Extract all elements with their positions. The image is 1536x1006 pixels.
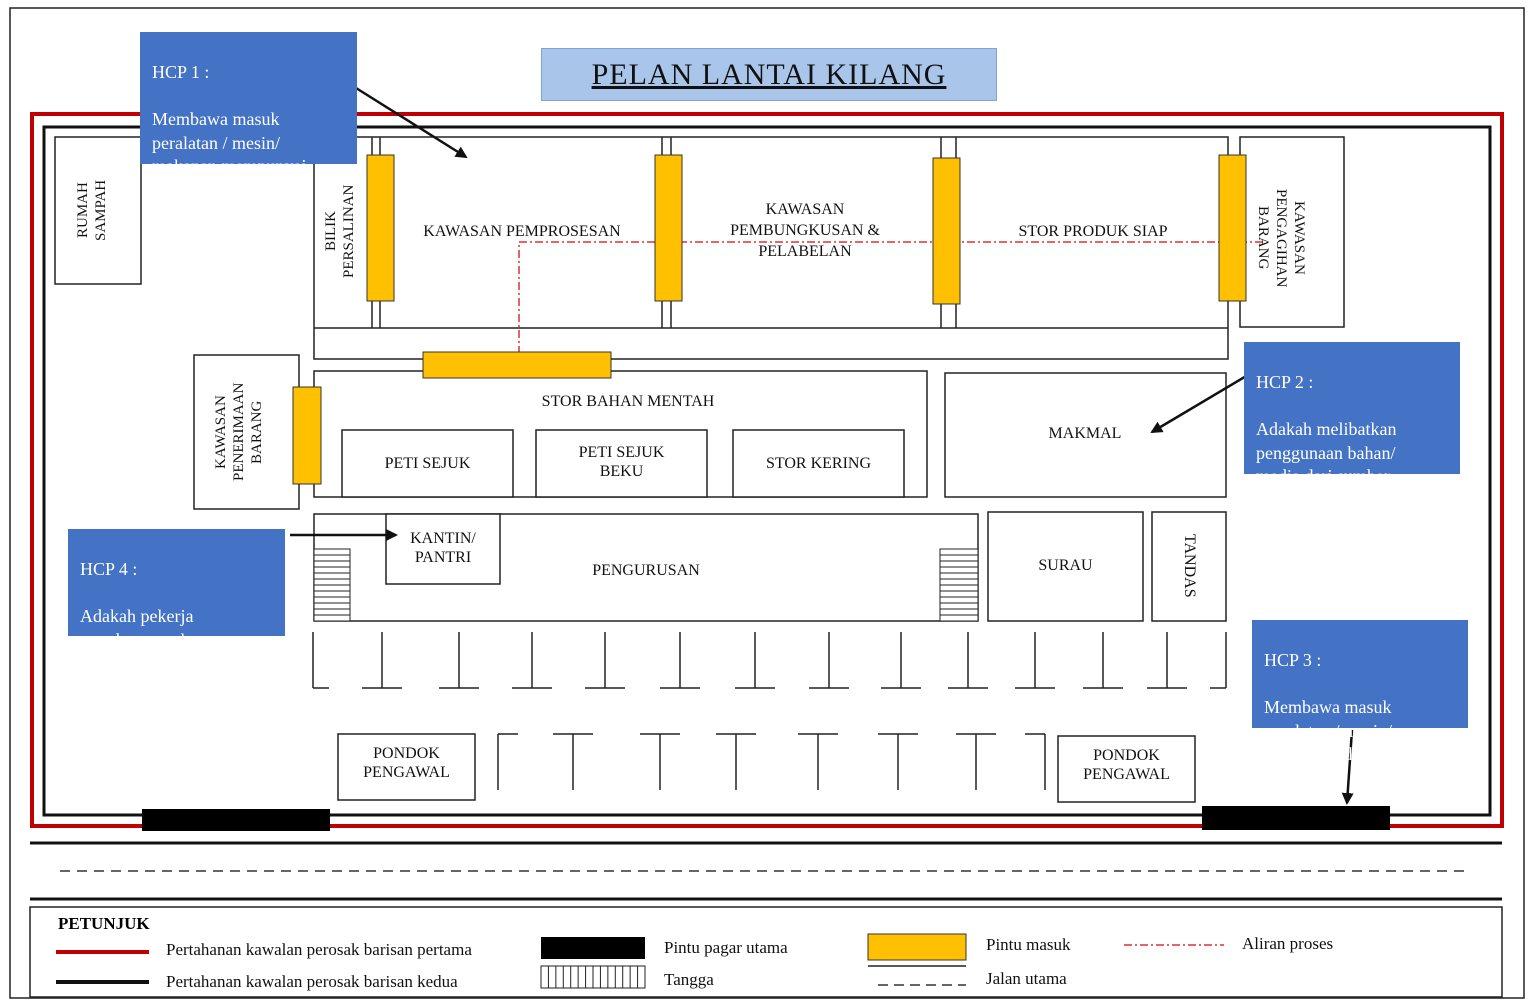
hcp2-text: Adakah melibatkan penggunaan bahan/ medi… [1256, 419, 1397, 510]
peti-sejuk-beku-label: PETI SEJUK BEKU [578, 444, 665, 481]
legend-road-label: Jalan utama [986, 969, 1067, 988]
inner-fence-black [42, 125, 1492, 817]
makmal-label: MAKMAL [1048, 425, 1122, 442]
legend-gate-label: Pintu pagar utama [664, 938, 788, 957]
peti-sejuk-label: PETI SEJUK [384, 455, 471, 472]
kawasan-pengagihan-label: KAWASAN PENGAGIHAN BARANG [1255, 188, 1307, 288]
parking-row-top [312, 632, 1227, 689]
door-pemprosesan [654, 154, 683, 302]
pondok-right-box [1057, 735, 1196, 803]
door-pembungkusan [932, 157, 961, 305]
hcp1-label: HCP 1 : [152, 62, 210, 83]
legend-flow-label: Aliran proses [1242, 934, 1334, 953]
surau-box [987, 511, 1144, 622]
hcp3-text: Membawa masuk peralatan / mesin/ makanan… [1264, 697, 1409, 764]
hcp1-arrow [355, 86, 468, 159]
hcp2-label: HCP 2 : [1256, 372, 1314, 393]
hcp3-callout: HCP 3 : Membawa masuk peralatan / mesin/… [1252, 620, 1468, 764]
rumah-sampah-box [54, 136, 142, 285]
main-gate-right [1202, 806, 1390, 830]
pengurusan-label: PENGURUSAN [592, 562, 700, 579]
tandas-label: TANDAS [1181, 534, 1199, 598]
rumah-sampah-label: RUMAH SAMPAH [75, 179, 109, 241]
hcp1-callout: HCP 1 : Membawa masuk peralatan / mesin/… [140, 32, 357, 199]
makmal-box [944, 372, 1227, 498]
kawasan-pemprosesan-label: KAWASAN PEMPROSESAN [423, 223, 621, 240]
hcp4-label: HCP 4 : [80, 559, 138, 580]
door-bahan-mentah [422, 351, 612, 379]
legend-gate-swatch [541, 937, 645, 959]
page-title: PELAN LANTAI KILANG [591, 57, 947, 91]
door-persalinan [366, 154, 395, 302]
hcp1-text: Membawa masuk peralatan / mesin/ makanan… [152, 109, 307, 200]
stor-kering-label: STOR KERING [765, 455, 872, 472]
pondok-left-label: PONDOK PENGAWAL [363, 745, 450, 782]
outer-fence-red [30, 112, 1504, 828]
process-flow-line [518, 241, 1265, 370]
door-penerimaan [292, 386, 322, 485]
bilik-persalinan-label: BILIK PERSALINAN [323, 184, 357, 278]
legend-title: PETUNJUK [58, 914, 150, 933]
penerimaan-box [193, 354, 300, 510]
kawasan-penerimaan-label: KAWASAN PENERIMAAN BARANG [213, 382, 265, 482]
peti-sejuk-box [341, 429, 514, 498]
stairs-right [939, 548, 979, 622]
legend-stairs-label: Tangga [664, 970, 714, 989]
pondok-right-label: PONDOK PENGAWAL [1083, 747, 1170, 784]
main-gate-left [142, 809, 330, 831]
surau-label: SURAU [1038, 557, 1093, 574]
stor-produk-siap-label: STOR PRODUK SIAP [1018, 223, 1168, 240]
hcp2-callout: HCP 2 : Adakah melibatkan penggunaan bah… [1244, 342, 1460, 509]
kawasan-pembungkusan-label: KAWASAN PEMBUNGKUSAN & PELABELAN [730, 201, 880, 260]
parking-row-bottom [497, 733, 1046, 790]
stor-bahan-mentah-label: STOR BAHAN MENTAH [541, 393, 715, 410]
page-frame [9, 7, 1525, 999]
kantin-label: KANTIN/ PANTRI [410, 530, 476, 567]
doors [292, 154, 1247, 485]
hcp2-arrow [1150, 370, 1254, 434]
stor-kering-box [732, 429, 905, 498]
hcp4-callout: HCP 4 : Adakah pekerja membawa makanan t… [68, 529, 285, 673]
tandas-box [1151, 511, 1227, 622]
pondok-left-box [337, 733, 476, 801]
door-stor-produk [1218, 154, 1247, 302]
hcp4-text: Adakah pekerja membawa makanan tidak hal… [80, 606, 224, 673]
legend-frame [29, 906, 1503, 998]
peti-sejuk-beku-box [535, 429, 708, 498]
legend-door-label: Pintu masuk [986, 935, 1071, 954]
stairs-left [313, 548, 351, 622]
legend-red-line-label: Pertahanan kawalan perosak barisan perta… [166, 940, 472, 959]
legend-black-line-label: Pertahanan kawalan perosak barisan kedua [166, 972, 458, 991]
kantin-box [385, 513, 501, 585]
legend-door-swatch [867, 933, 967, 961]
legend-stairs-swatch [540, 965, 646, 989]
hcp3-label: HCP 3 : [1264, 650, 1322, 671]
hcp3-arrow [1341, 729, 1354, 805]
title-box: PELAN LANTAI KILANG [541, 48, 997, 101]
